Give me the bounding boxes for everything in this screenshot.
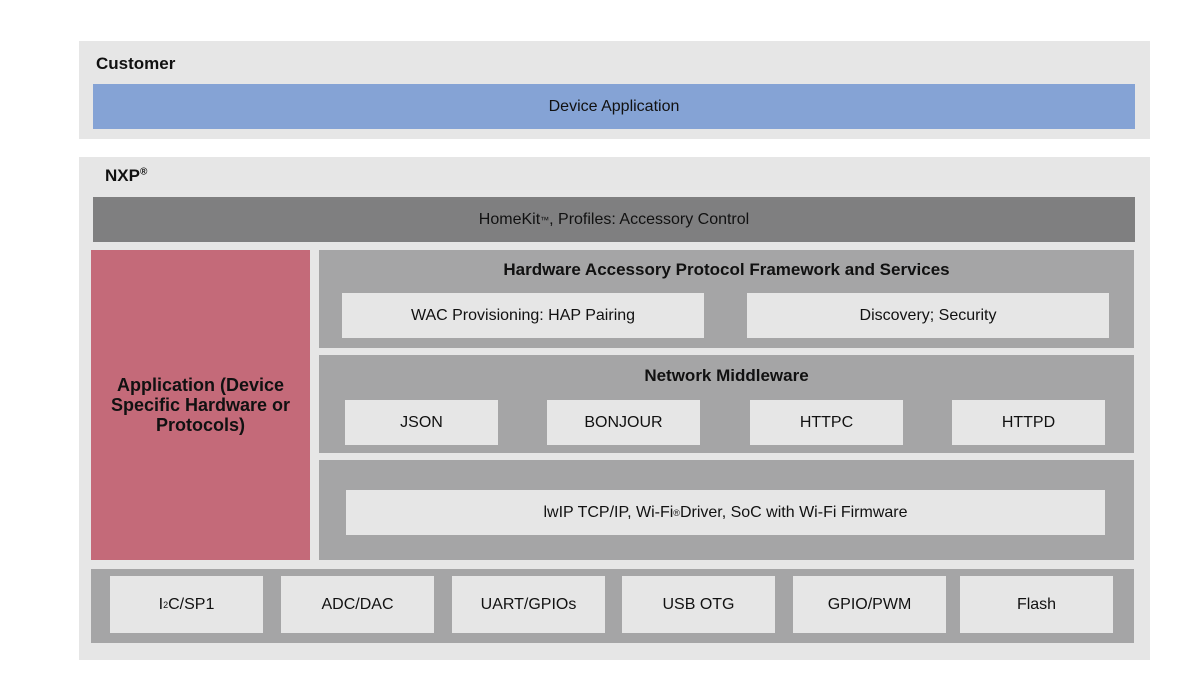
homekit-name: HomeKit [478, 210, 541, 228]
device-application-bar: Device Application [93, 84, 1135, 129]
httpd-box: HTTPD [952, 400, 1105, 445]
gpio-pwm-box: GPIO/PWM [793, 576, 946, 633]
uart-gpios-box: UART/GPIOs [452, 576, 605, 633]
nxp-title: NXP® [105, 166, 147, 186]
usb-otg-box: USB OTG [622, 576, 775, 633]
wac-provisioning-box: WAC Provisioning: HAP Pairing [342, 293, 704, 338]
lwip-stack-box: lwIP TCP/IP, Wi-Fi® Driver, SoC with Wi-… [346, 490, 1105, 535]
i2c-suffix: C/SP1 [168, 595, 215, 613]
application-label: Application (Device Specific Hardware or… [110, 375, 291, 435]
nxp-title-text: NXP [105, 166, 140, 185]
bonjour-box: BONJOUR [547, 400, 700, 445]
homekit-rest: , Profiles: Accessory Control [549, 210, 750, 228]
httpc-box: HTTPC [750, 400, 903, 445]
wifi-registered-mark: ® [673, 507, 680, 518]
network-stack-section: lwIP TCP/IP, Wi-Fi® Driver, SoC with Wi-… [319, 460, 1134, 560]
lwip-before: lwIP TCP/IP, Wi-Fi [543, 503, 674, 521]
trademark-mark: ™ [540, 214, 550, 225]
json-box: JSON [345, 400, 498, 445]
customer-title: Customer [96, 54, 176, 73]
i2c-prefix: I [158, 595, 164, 613]
customer-panel: Customer Device Application [79, 41, 1150, 139]
application-block: Application (Device Specific Hardware or… [91, 250, 310, 560]
adc-dac-box: ADC/DAC [281, 576, 434, 633]
i2c-superscript: 2 [163, 599, 169, 610]
network-middleware-section: Network Middleware JSON BONJOUR HTTPC HT… [319, 355, 1134, 453]
network-middleware-title: Network Middleware [644, 366, 809, 385]
lwip-after: Driver, SoC with Wi-Fi Firmware [679, 503, 908, 521]
registered-mark: ® [139, 166, 148, 178]
flash-box: Flash [960, 576, 1113, 633]
discovery-security-box: Discovery; Security [747, 293, 1109, 338]
hap-framework-title: Hardware Accessory Protocol Framework an… [503, 260, 950, 279]
hap-framework-section: Hardware Accessory Protocol Framework an… [319, 250, 1134, 348]
